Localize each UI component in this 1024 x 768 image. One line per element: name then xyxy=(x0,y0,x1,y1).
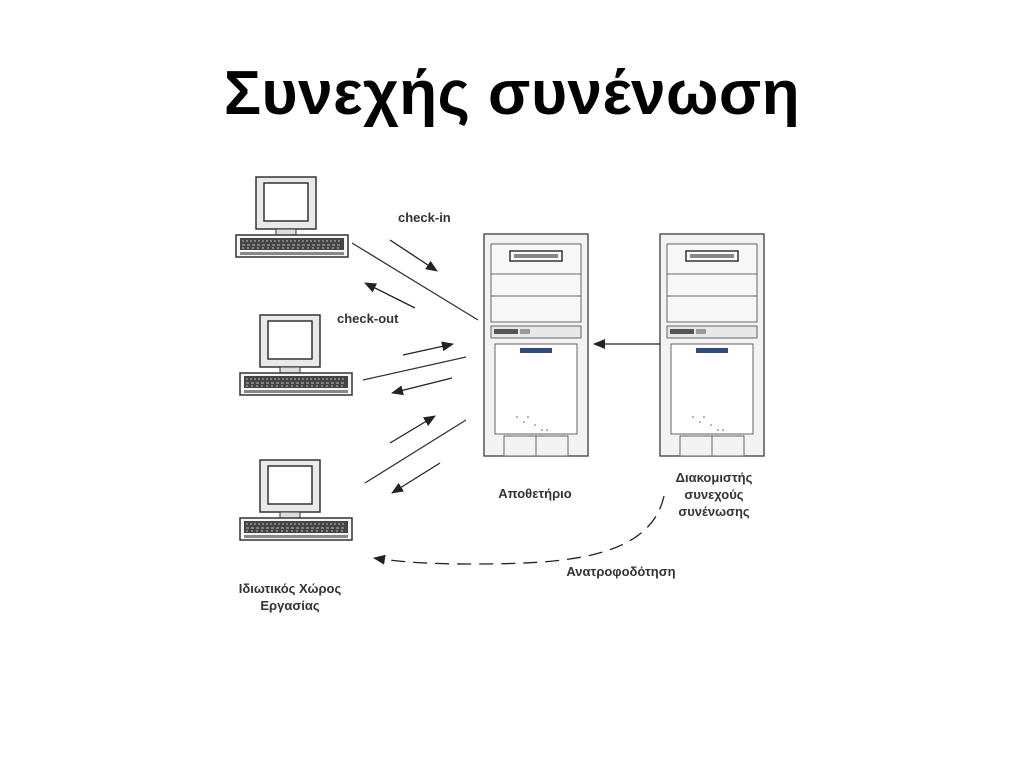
check-in-arrow xyxy=(389,239,438,272)
check-out-arrow-3 xyxy=(391,462,441,494)
feedback-label: Ανατροφοδότηση xyxy=(566,564,675,579)
check-in-arrow-3 xyxy=(389,415,436,444)
connection-line-3 xyxy=(364,419,467,484)
ci-server-tower xyxy=(659,233,765,457)
workspace-label-line1: Ιδιωτικός Χώρος xyxy=(239,581,342,596)
ci-server-label-line3: συνένωσης xyxy=(678,504,750,519)
check-in-arrow-2 xyxy=(402,341,454,356)
feedback-arrow xyxy=(373,495,665,565)
ci-server-label-line2: συνεχούς xyxy=(684,487,743,502)
connection-line-2 xyxy=(362,356,467,381)
page-title: Συνεχής συνένωση xyxy=(223,59,801,128)
repository-label: Αποθετήριο xyxy=(498,486,572,501)
workstation-3 xyxy=(239,459,353,541)
workspace-label-line2: Εργασίας xyxy=(260,598,319,613)
ci-server-label-line1: Διακομιστής xyxy=(676,470,753,485)
repository-server-tower xyxy=(483,233,589,457)
workstation-2 xyxy=(239,314,353,396)
check-out-label: check-out xyxy=(337,311,399,326)
connection-line-1 xyxy=(351,242,479,321)
workstation-1 xyxy=(235,176,349,258)
check-out-arrow-2 xyxy=(391,377,453,396)
check-out-arrow xyxy=(364,282,416,309)
check-in-label: check-in xyxy=(398,210,451,225)
